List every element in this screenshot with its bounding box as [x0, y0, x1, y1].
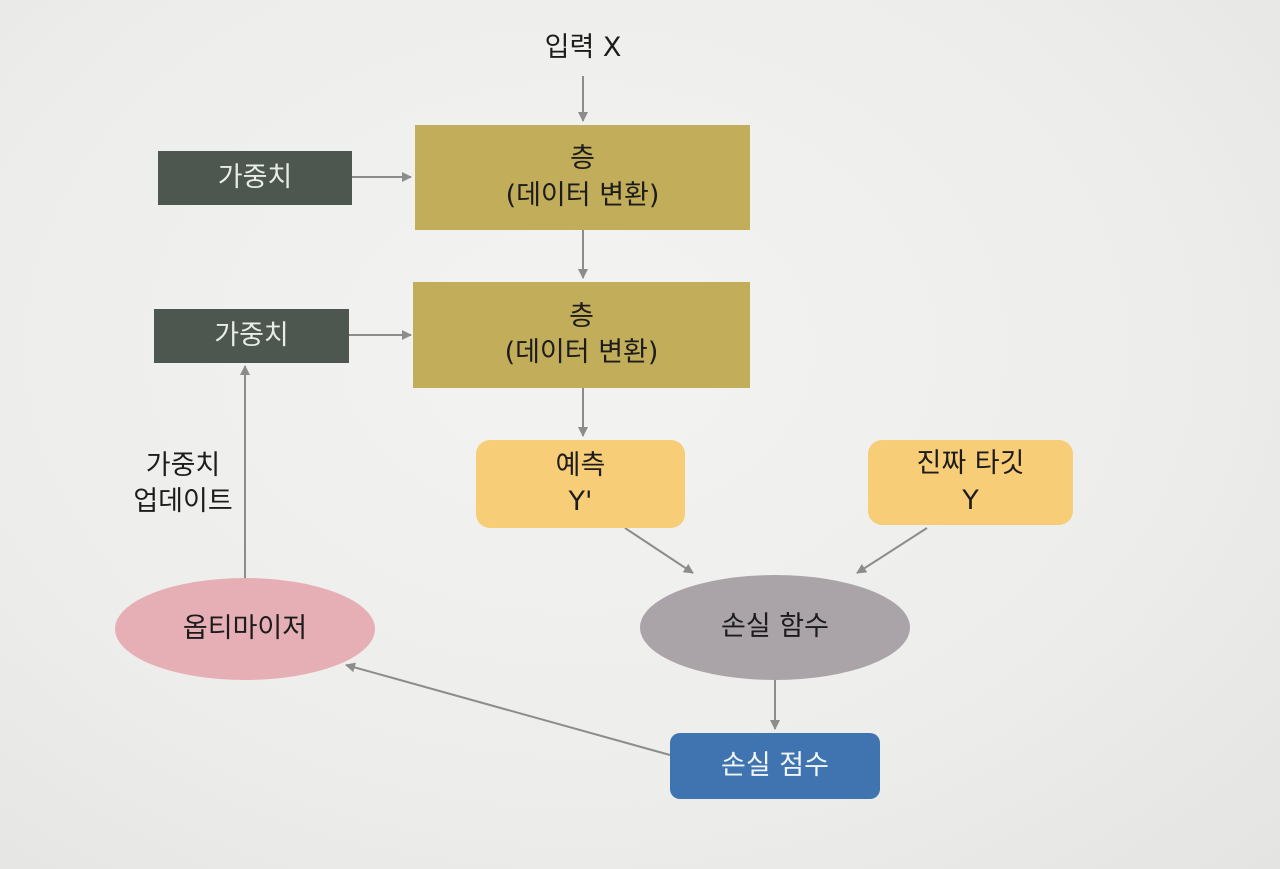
- weights-label-1: 가중치: [217, 161, 293, 193]
- weights-box-1: 가중치: [158, 151, 352, 205]
- loss-function-ellipse: 손실 함수: [640, 575, 910, 680]
- weights-label-2: 가중치: [214, 319, 289, 351]
- prediction-title: 예측: [555, 449, 606, 481]
- arrow-loss-score-to-optimizer: [345, 662, 671, 756]
- layer-box-1: 층 (데이터 변환): [415, 125, 750, 230]
- loss-score-label: 손실 점수: [721, 749, 829, 781]
- prediction-box: 예측 Y': [476, 440, 685, 528]
- layer-title-1: 층: [570, 143, 595, 175]
- loss-score-box: 손실 점수: [670, 733, 880, 799]
- true-target-title: 진짜 타깃: [916, 448, 1025, 480]
- layer-subtitle-1: (데이터 변환): [505, 179, 660, 211]
- true-target-box: 진짜 타깃 Y: [868, 440, 1073, 525]
- loss-function-label: 손실 함수: [721, 611, 829, 643]
- arrow-prediction-to-loss-function: [624, 527, 694, 574]
- layer-subtitle-2: (데이터 변환): [504, 337, 659, 368]
- prediction-symbol: Y': [568, 486, 593, 517]
- weight-update-line1: 가중치: [145, 450, 221, 481]
- weight-update-line2: 업데이트: [133, 486, 233, 518]
- optimizer-label: 옵티마이저: [182, 612, 308, 644]
- optimizer-ellipse: 옵티마이저: [115, 578, 375, 680]
- layer-title-2: 층: [569, 300, 594, 332]
- layer-box-2: 층 (데이터 변환): [413, 282, 750, 388]
- input-label: 입력 X: [544, 32, 622, 63]
- weight-update-label: 가중치 업데이트: [108, 448, 258, 521]
- arrow-target-to-loss-function: [856, 527, 928, 574]
- true-target-symbol: Y: [962, 484, 979, 516]
- weights-box-2: 가중치: [154, 309, 349, 363]
